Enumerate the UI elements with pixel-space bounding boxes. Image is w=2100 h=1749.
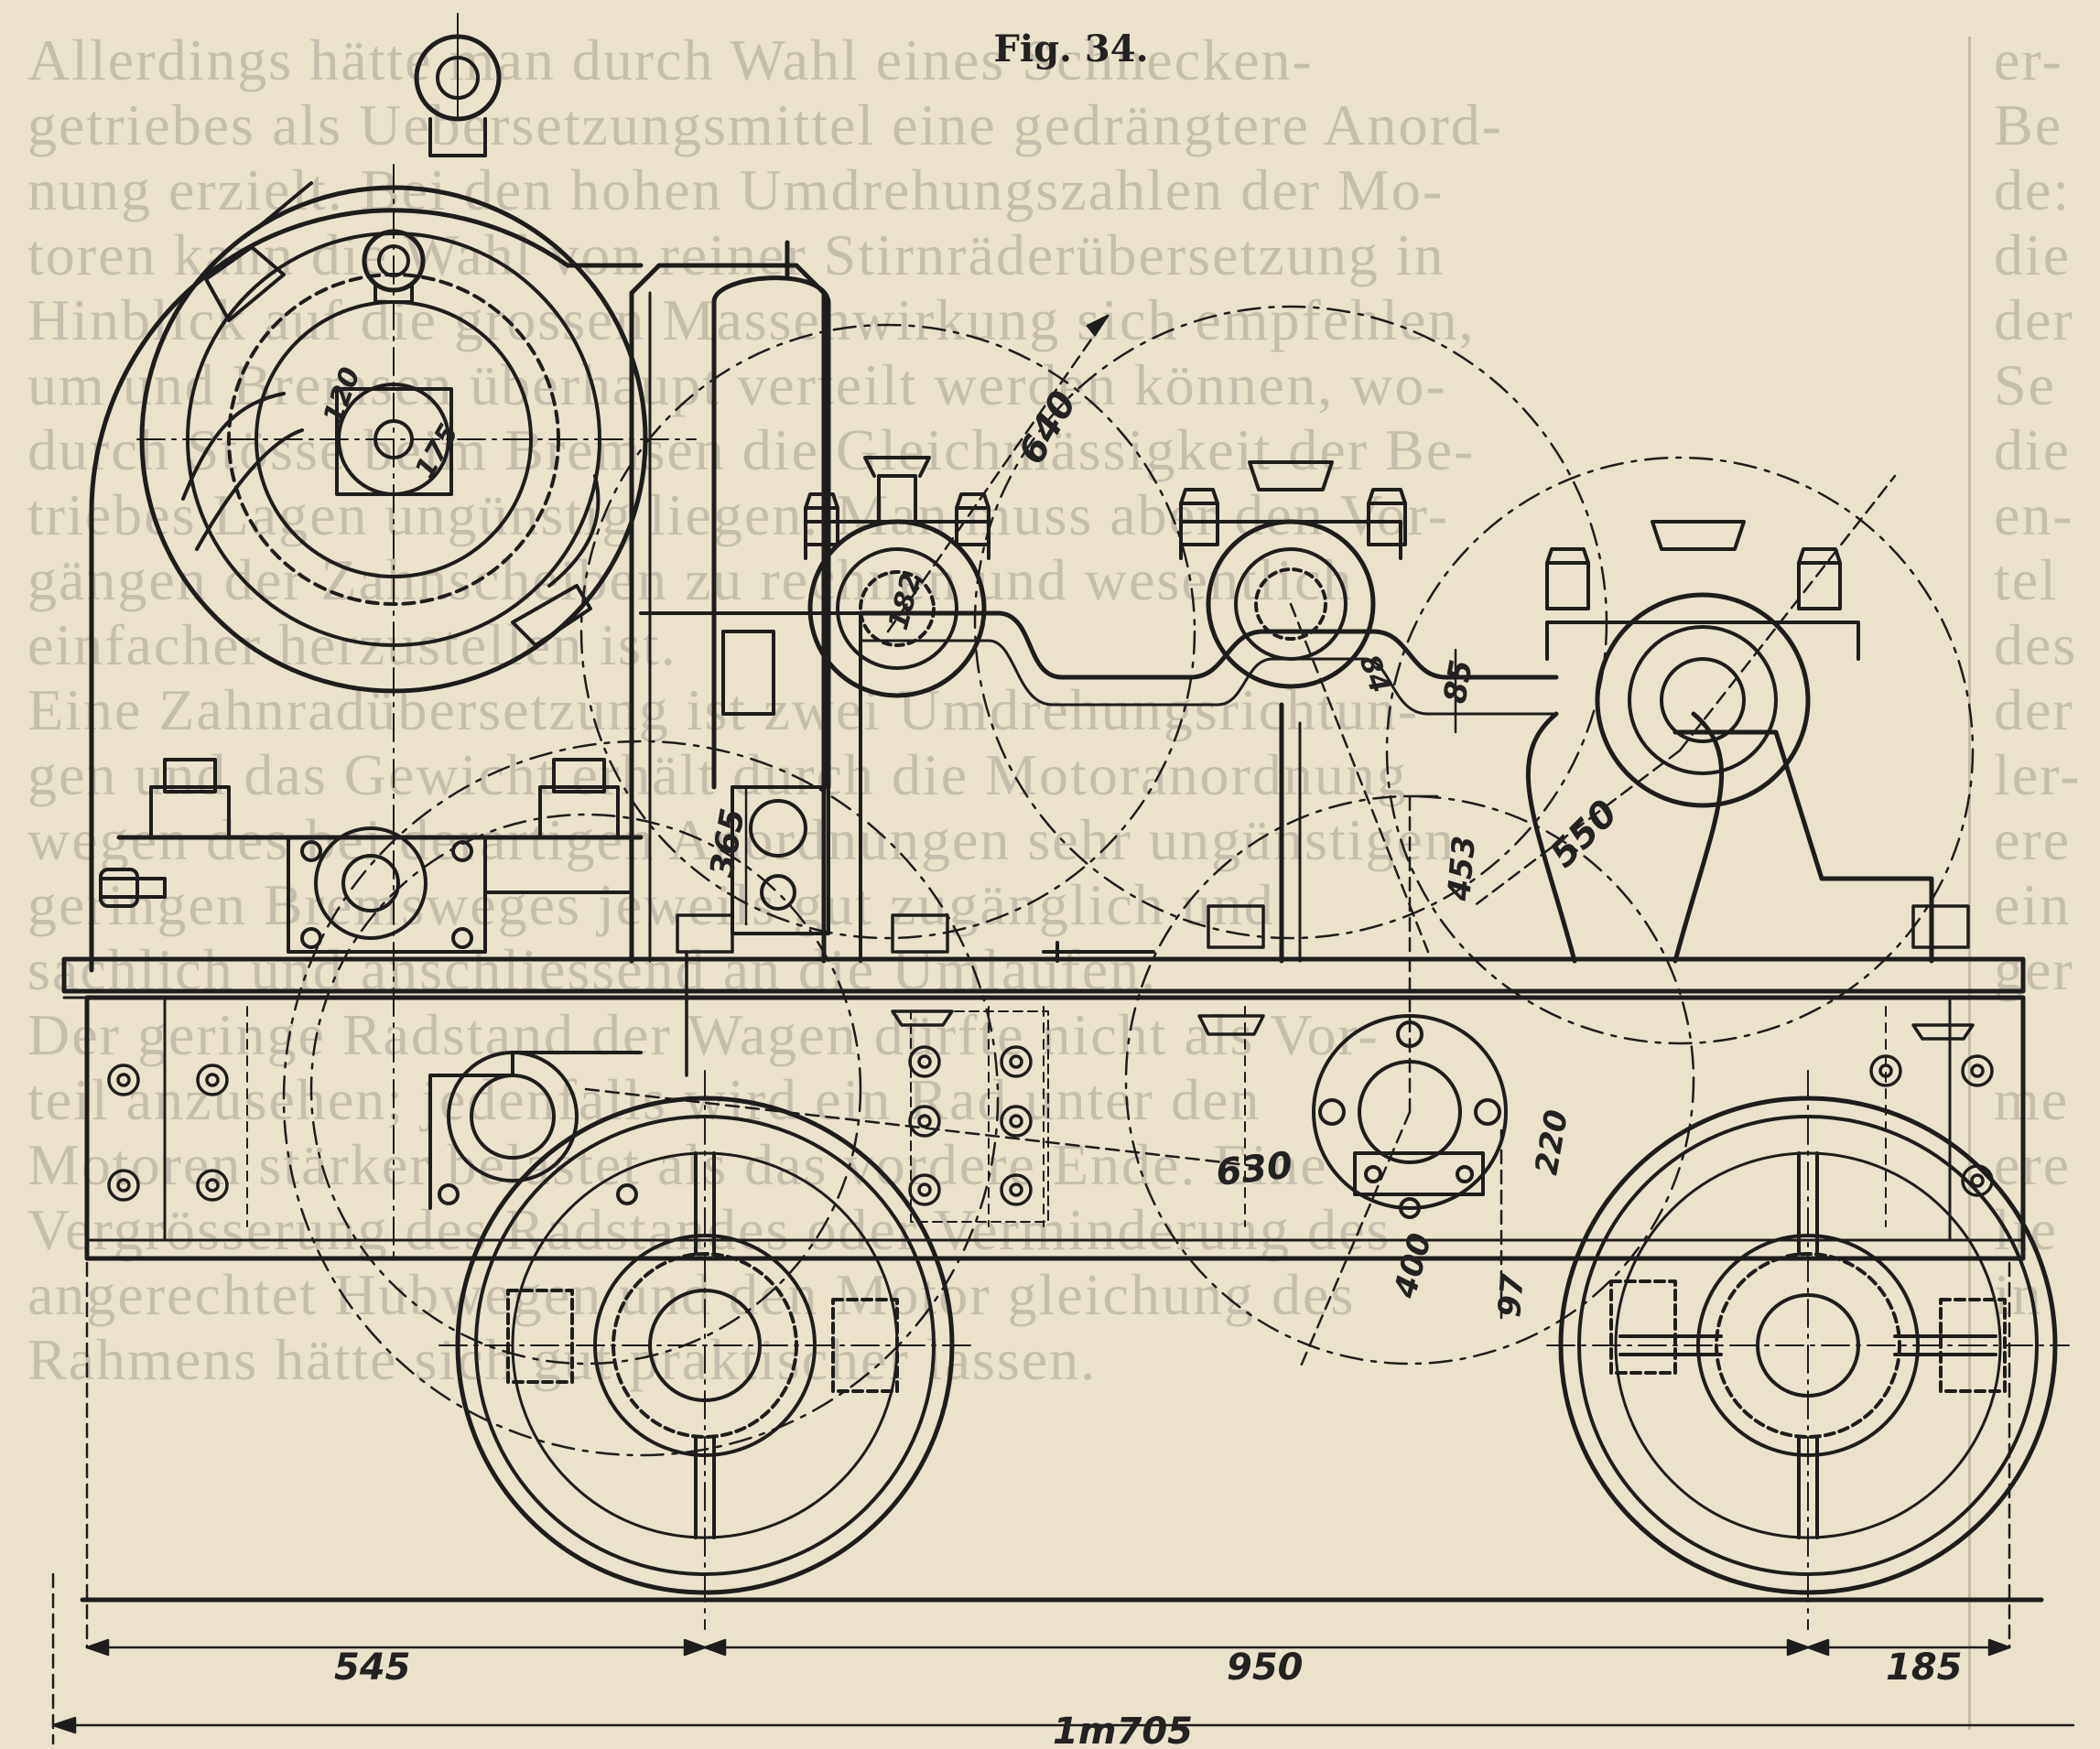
cylinder — [711, 240, 831, 935]
background-side-word: Se — [1994, 352, 2056, 417]
background-text-line: angerechtet Hubwegen und den Motor gleic… — [27, 1262, 1356, 1327]
background-text-line: Allerdings hätte man durch Wahl eines Sc… — [27, 27, 1314, 92]
frame-rivets — [107, 1045, 1994, 1206]
background-text-line: nung erzielt. Bei den hohen Umdrehungsza… — [27, 157, 1445, 222]
bearing-middle — [1179, 460, 1407, 689]
bearing-right — [1545, 520, 1860, 808]
background-side-word: die — [1994, 222, 2072, 287]
dim-453: 453 — [1441, 835, 1483, 903]
dim-640: 640 — [1011, 384, 1086, 471]
background-side-word: er- — [1994, 27, 2063, 92]
dim-545: 545 — [334, 1646, 411, 1689]
pitch-circles — [282, 305, 1975, 1457]
dim-630: 630 — [1214, 1144, 1294, 1193]
motor-housing — [89, 164, 697, 1264]
wheel-right — [1546, 1070, 2070, 1630]
background-side-word: die — [1994, 417, 2072, 482]
background-side-word: ler- — [1994, 742, 2082, 807]
background-side-word: en- — [1994, 482, 2074, 547]
dim-85: 85 — [1436, 657, 1480, 707]
lifting-eye-small — [362, 229, 426, 304]
dim-total: 1m705 — [1053, 1711, 1193, 1749]
background-text-line: gängen der Zahnscheiben zu rechnen und w… — [27, 547, 1354, 612]
background-text-line: Der geringe Radstand der Wagen dürfte ni… — [27, 1002, 1380, 1067]
dim-185: 185 — [1886, 1646, 1963, 1689]
dim-97: 97 — [1491, 1272, 1532, 1319]
background-side-word: Be — [1994, 92, 2063, 157]
background-side-word: de: — [1994, 157, 2072, 222]
background-text-line: Hinblick auf die grossen Massenwirkung s… — [27, 287, 1476, 352]
background-text-line: Motoren stärker belastet als das vordere… — [27, 1132, 1328, 1197]
background-side-word: des — [1994, 612, 2078, 677]
background-side-word: me — [1994, 1067, 2070, 1132]
dim-220: 220 — [1528, 1107, 1575, 1178]
background-side-word: tel — [1994, 547, 2058, 612]
background-side-word: ere — [1994, 1132, 2072, 1197]
dim-182: 182 — [882, 570, 928, 634]
figure-title: Fig. 34. — [993, 27, 1149, 70]
dim-550: 550 — [1543, 793, 1627, 877]
column-rule — [1968, 37, 1971, 1730]
dim-950: 950 — [1227, 1646, 1304, 1689]
dim-175: 175 — [409, 418, 466, 484]
frame-rail — [61, 956, 2026, 1261]
left-frame-housing — [428, 1051, 643, 1210]
background-side-word: ein — [1994, 872, 2072, 937]
background-text-line: triebes Lagen ungünstig liegen. Man muss… — [27, 482, 1449, 547]
bearing-left — [804, 456, 990, 698]
motor-feet — [116, 758, 644, 840]
motor-foot-bearing — [99, 826, 633, 954]
dimension-lines — [51, 314, 2075, 1734]
background-text-line: teil anzusehen; jedenfalls wird ein Rad … — [27, 1067, 1261, 1132]
background-side-word: der — [1994, 287, 2074, 352]
background-side-word: ere — [1994, 807, 2072, 872]
background-text-line: um und Bremsen überhaupt verteilt werden… — [27, 352, 1447, 417]
extension-lines — [51, 1261, 2011, 1745]
background-side-word: der — [1994, 677, 2074, 742]
lifting-eye-top — [414, 13, 502, 157]
dim-84: 84 — [1352, 651, 1395, 697]
background-text-line: getriebes als Uebersetzungsmittel eine g… — [27, 92, 1504, 157]
background-text-line: gen und das Gewicht erhält durch die Mot… — [27, 742, 1408, 807]
background-text-line: Vergrösserung des Radstandes oder Vermin… — [27, 1197, 1391, 1262]
frame-top-bolts — [676, 904, 1975, 1077]
wheel-left — [438, 1070, 971, 1630]
